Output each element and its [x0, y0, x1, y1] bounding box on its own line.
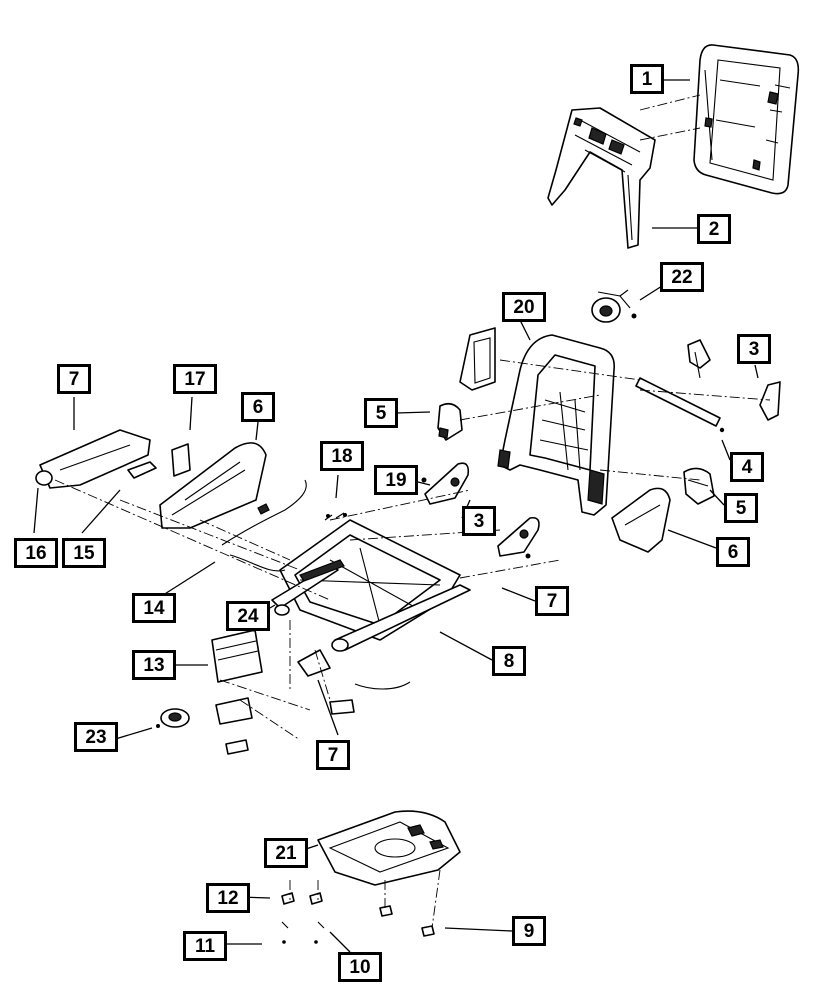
switch-bezel-part [127, 461, 157, 479]
callout-2: 2 [697, 214, 731, 244]
callout-21: 21 [264, 838, 308, 868]
callout-19: 19 [374, 465, 418, 495]
outer-shield-right-part [611, 487, 671, 553]
callout-12: 12 [206, 883, 250, 913]
recliner-motor-part [591, 289, 637, 323]
callout-17: 17 [173, 364, 217, 394]
side-trim-left-part [35, 429, 151, 489]
callout-14: 14 [132, 593, 176, 623]
recliner-bracket-lower-part [497, 516, 540, 559]
seat-cushion-pan-part [317, 810, 461, 886]
recliner-bracket-part [421, 462, 470, 505]
lumbar-switch-part [171, 443, 191, 477]
callout-7: 7 [57, 364, 91, 394]
callout-24: 24 [226, 601, 270, 631]
outer-shield-left-part [159, 442, 267, 529]
callout-15: 15 [62, 538, 106, 568]
callout-4: 4 [730, 452, 764, 482]
callout-11: 11 [183, 931, 227, 961]
callout-3-middle: 3 [462, 506, 496, 536]
assembly-lines [54, 94, 771, 929]
seat-back-frame-part [459, 327, 616, 516]
callout-8: 8 [492, 646, 526, 676]
seat-back-cover-part [693, 44, 800, 195]
callout-7-right: 7 [535, 586, 569, 616]
callout-16: 16 [14, 538, 58, 568]
seat-adjuster-frame-part [271, 512, 471, 652]
callout-20: 20 [502, 292, 546, 322]
hinge-cover-left-part [437, 402, 463, 441]
callout-5: 5 [364, 398, 398, 428]
seat-back-bolster-part [547, 107, 656, 249]
callout-23: 23 [74, 722, 118, 752]
callout-7-lower: 7 [316, 740, 350, 770]
inner-cover-part [297, 649, 411, 715]
callout-10: 10 [338, 952, 382, 982]
callout-22: 22 [660, 262, 704, 292]
callout-1: 1 [630, 64, 664, 94]
wiring-harness-part [221, 479, 307, 572]
callout-6-right: 6 [716, 537, 750, 567]
torsion-rod-part [635, 339, 781, 433]
callout-13: 13 [132, 650, 176, 680]
hinge-cover-right-part [683, 467, 715, 505]
callout-9: 9 [512, 916, 546, 946]
adjuster-motor-part [156, 708, 190, 728]
callout-6: 6 [241, 392, 275, 422]
callout-3: 3 [737, 334, 771, 364]
callout-18: 18 [320, 441, 364, 471]
callout-5-right: 5 [724, 493, 758, 523]
clips-part [281, 892, 435, 944]
seat-control-module-part [211, 629, 263, 755]
